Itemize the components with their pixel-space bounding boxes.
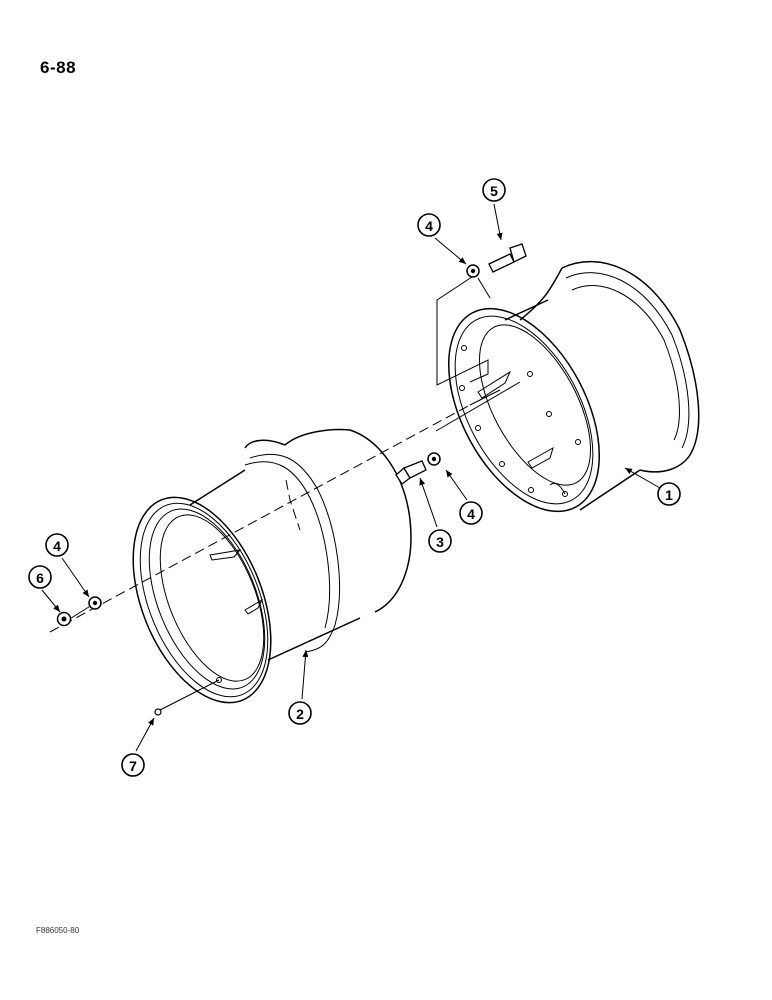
svg-text:6: 6 [36,570,44,586]
svg-text:4: 4 [467,506,475,522]
callout-4c: 4 [45,533,69,557]
callout-4a: 4 [459,501,483,525]
svg-text:4: 4 [53,538,61,554]
svg-text:4: 4 [425,218,433,234]
svg-text:2: 2 [296,706,304,722]
bolt-icon [488,243,527,273]
leader-arrows [41,203,661,752]
callout-4b: 4 [417,213,441,237]
washer-icon [427,452,441,466]
callout-6: 6 [28,565,52,589]
svg-text:3: 3 [436,534,444,550]
callout-2: 2 [288,701,312,725]
rim-inner-part-2 [132,428,412,704]
valve-icon [154,708,162,716]
svg-text:5: 5 [490,183,498,199]
bolt-icon [395,460,427,485]
callout-1: 1 [657,482,681,506]
callout-5: 5 [482,178,506,202]
washer-icon [88,596,102,610]
page-number: 6-88 [40,58,77,77]
figure-id: F886050-80 [36,926,80,935]
callout-3: 3 [428,529,452,553]
svg-text:1: 1 [665,487,673,503]
assembly-centerline [49,404,471,633]
callout-7: 7 [121,753,145,777]
svg-text:7: 7 [129,758,137,774]
washer-icon [466,264,480,278]
rim-outer-part-1 [447,260,700,513]
nut-icon [56,611,72,627]
